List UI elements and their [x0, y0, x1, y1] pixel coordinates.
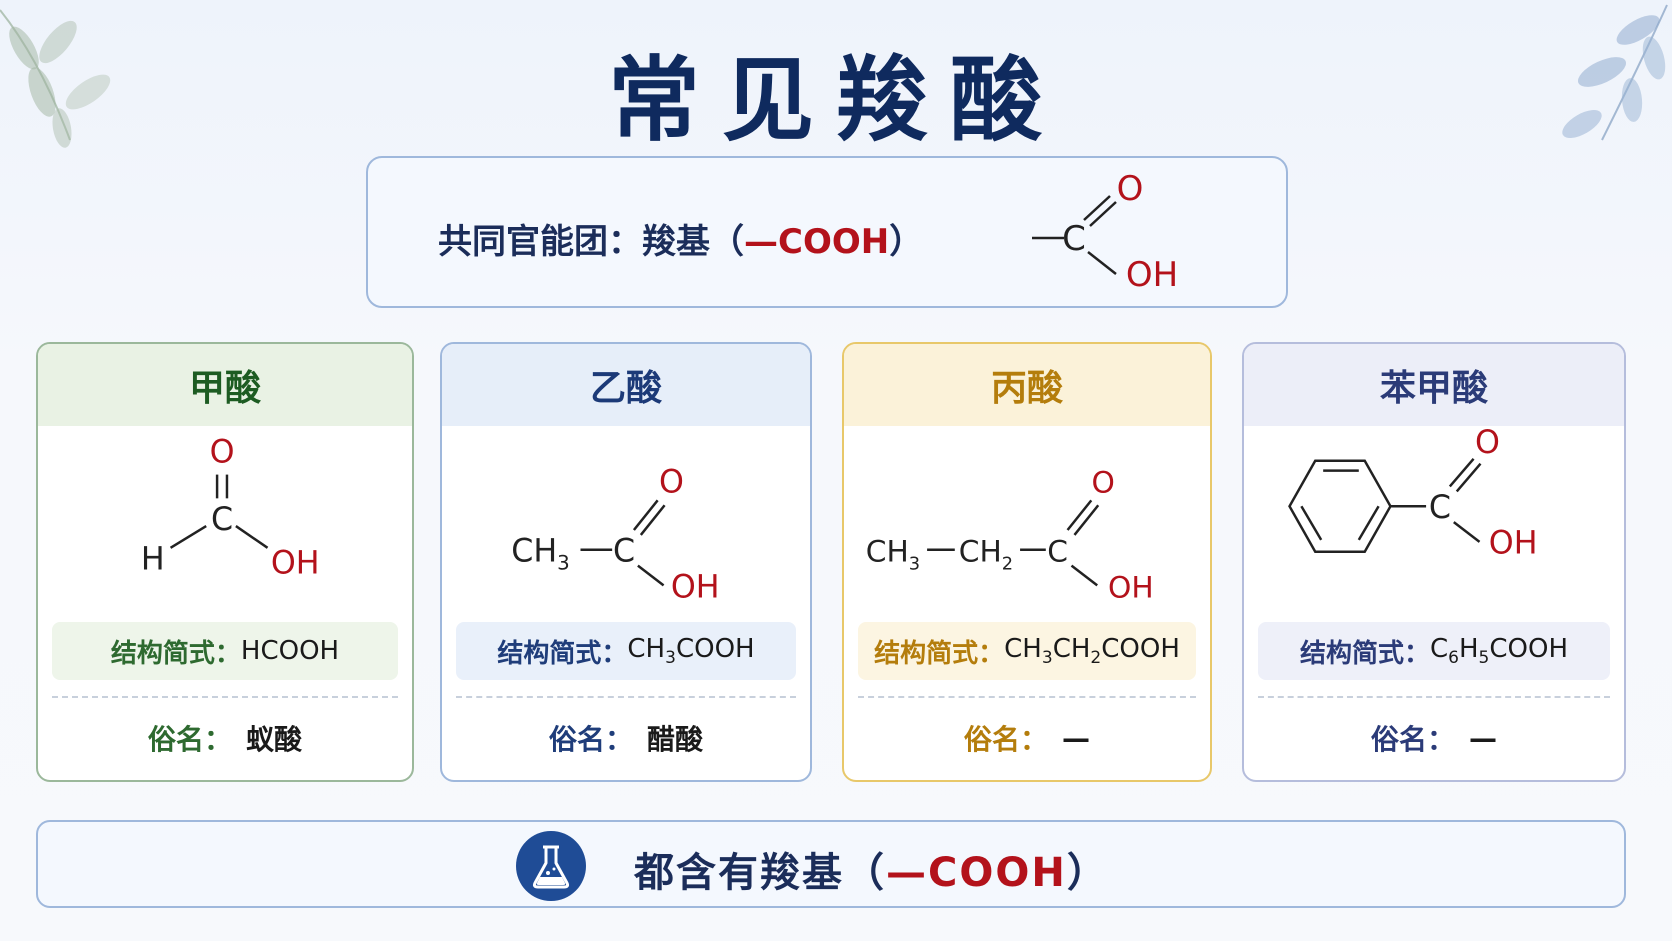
summary-formula: COOH: [928, 850, 1067, 896]
formula-bar: 结构简式：HCOOH: [52, 622, 398, 680]
atom-oh: OH: [271, 546, 320, 582]
flask-badge: [516, 831, 586, 901]
atom-ch2: CH: [959, 534, 1002, 569]
common-name-value: —: [1062, 721, 1090, 755]
formula-bar: 结构简式：CH3CH2COOH: [858, 622, 1196, 680]
acetic-acid-structure: CH3 C O OH: [511, 464, 720, 605]
summary-dash: —: [886, 850, 928, 896]
card-title: 乙酸: [442, 344, 810, 426]
svg-text:CH2: CH2: [959, 534, 1013, 575]
carboxyl-oh: OH: [1126, 255, 1178, 295]
common-name-row: 俗名： 醋酸: [442, 708, 810, 768]
atom-c: C: [211, 502, 233, 538]
card-title: 苯甲酸: [1244, 344, 1624, 426]
atom-c: C: [613, 534, 635, 570]
benzene-ring: [1288, 459, 1392, 554]
formula-value: C6H5COOH: [1430, 633, 1569, 669]
common-name-value: —: [1469, 721, 1497, 755]
flask-icon: [532, 845, 570, 889]
leaf-decoration-right: [1562, 4, 1668, 141]
card-formic-acid: 甲酸 O C H OH 结构简式：HCOOH 俗名：蚁酸: [36, 342, 414, 782]
functional-group-close: ）: [889, 222, 924, 262]
card-benzoic-acid: 苯甲酸 C O OH 结构简式：C6H5COOH 俗名： —: [1242, 342, 1626, 782]
common-name-row: 俗名： —: [1244, 708, 1624, 768]
common-name-value: 醋酸: [647, 723, 704, 756]
formula-bar: 结构简式：CH3COOH: [456, 622, 796, 680]
functional-group-box: 共同官能团：羧基（—COOH） C O OH: [366, 156, 1288, 308]
formula-label: 结构简式：: [497, 638, 628, 669]
leaf-decoration-left: [0, 9, 111, 148]
common-name-label: 俗名：: [147, 723, 232, 756]
formic-acid-structure: O C H OH: [141, 435, 320, 582]
propanoic-acid-structure: CH3 CH2 C O OH: [866, 464, 1154, 604]
benzoic-acid-structure: C O OH: [1288, 426, 1538, 562]
atom-sub3: 3: [557, 552, 570, 575]
formula-label: 结构简式：: [110, 638, 241, 669]
formula-value: CH3CH2COOH: [1004, 633, 1180, 669]
formula-bar: 结构简式：C6H5COOH: [1258, 622, 1610, 680]
atom-ch3: CH: [511, 534, 557, 570]
atom-c: C: [1429, 490, 1451, 526]
common-name-value: 蚁酸: [246, 723, 303, 756]
summary-close: ）: [1066, 850, 1109, 896]
formula-label: 结构简式：: [874, 638, 1005, 669]
summary-box: 都含有羧基（—COOH）: [36, 820, 1626, 908]
atom-o: O: [1475, 426, 1500, 461]
atom-o: O: [1091, 464, 1114, 499]
carboxyl-structure: C O OH: [1032, 169, 1178, 295]
atom-o: O: [659, 464, 684, 500]
summary-prefix: 都含有羧基（: [634, 850, 886, 896]
card-acetic-acid: 乙酸 CH3 C O OH 结构简式：CH3COOH 俗名：醋酸: [440, 342, 812, 782]
functional-group-prefix: 共同官能团：羧基（: [438, 222, 744, 262]
card-propanoic-acid: 丙酸 CH3 CH2 C O OH 结构简式：CH3CH2COOH 俗名：—: [842, 342, 1212, 782]
divider: [1258, 696, 1610, 698]
divider: [52, 696, 398, 698]
atom-c: C: [1047, 534, 1068, 569]
atom-o: O: [210, 435, 235, 471]
functional-group-label: 共同官能团：羧基（—COOH）: [438, 214, 923, 263]
atom-sub3: 3: [909, 554, 920, 575]
page-title: 常见羧酸: [607, 47, 1064, 154]
card-title: 丙酸: [844, 344, 1210, 426]
card-title: 甲酸: [38, 344, 412, 426]
divider: [858, 696, 1196, 698]
formula-value: CH3COOH: [627, 633, 755, 669]
common-name-label: 俗名：: [1370, 723, 1455, 756]
common-name-row: 俗名： —: [844, 708, 1210, 768]
atom-oh: OH: [1108, 569, 1154, 604]
functional-group-dash: —: [744, 222, 778, 262]
formula-label: 结构简式：: [1299, 638, 1430, 669]
formula-value: HCOOH: [240, 636, 340, 666]
atom-oh: OH: [671, 569, 720, 605]
common-name-label: 俗名：: [548, 723, 633, 756]
carboxyl-o: O: [1117, 169, 1144, 209]
common-name-row: 俗名： 蚁酸: [38, 708, 412, 768]
functional-group-formula: COOH: [778, 222, 890, 262]
atom-sub2: 2: [1002, 554, 1013, 575]
atom-ch3: CH: [866, 534, 909, 569]
atom-oh: OH: [1489, 526, 1538, 562]
svg-text:CH3: CH3: [866, 534, 920, 575]
svg-text:CH3: CH3: [511, 534, 569, 575]
carboxyl-c: C: [1062, 219, 1086, 259]
divider: [456, 696, 796, 698]
common-name-label: 俗名：: [963, 723, 1048, 756]
summary-text: 都含有羧基（—COOH）: [634, 840, 1109, 898]
atom-h: H: [141, 542, 165, 578]
